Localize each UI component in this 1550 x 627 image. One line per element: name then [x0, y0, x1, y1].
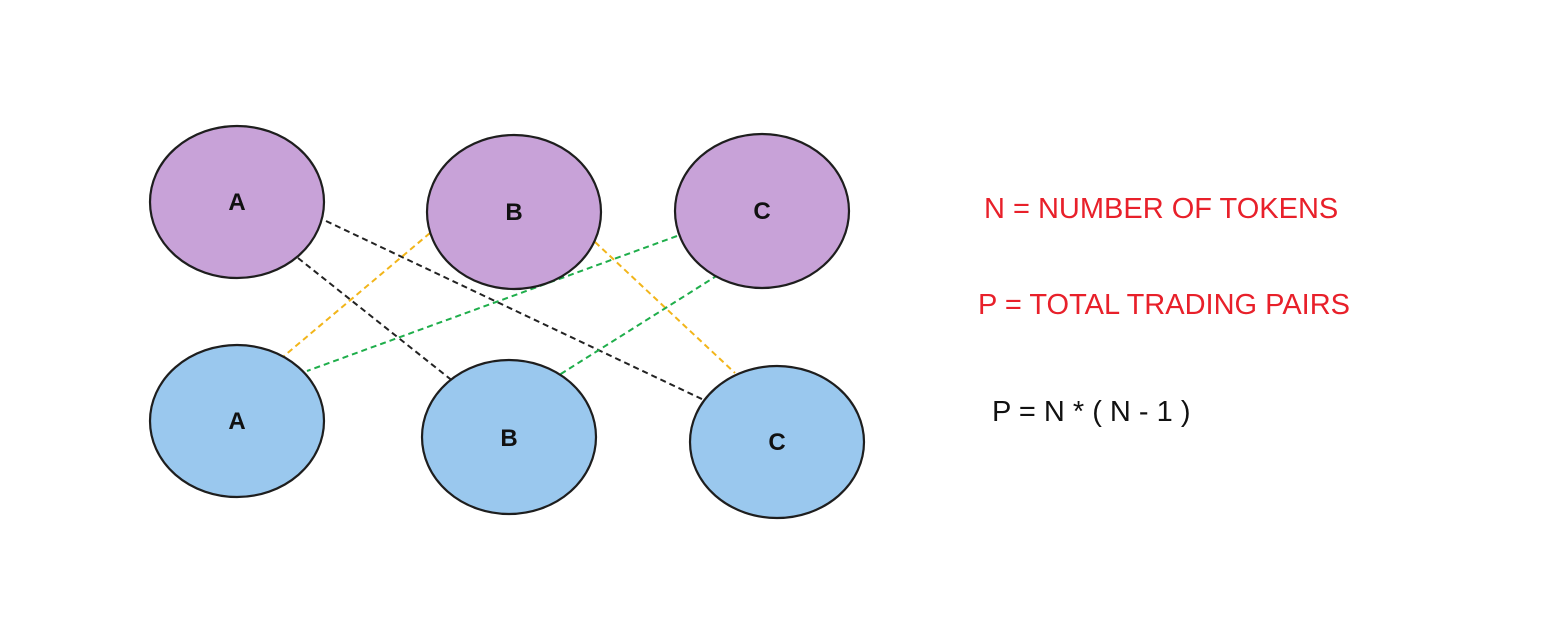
bottom-node-b: B	[420, 358, 598, 516]
edge-a-to-b	[297, 257, 455, 383]
top-node-a: A	[148, 124, 326, 280]
edge-a-to-c	[325, 220, 707, 402]
edge-c-to-a	[306, 235, 678, 372]
bottom-node-b-label: B	[500, 425, 517, 452]
top-node-c: C	[673, 132, 851, 290]
definition-n: N = NUMBER OF TOKENS	[984, 193, 1339, 225]
edges	[283, 220, 736, 402]
bottom-node-c: C	[688, 364, 866, 520]
definition-p: P = TOTAL TRADING PAIRS	[978, 289, 1351, 321]
bottom-node-c-label: C	[768, 429, 785, 456]
top-node-b: B	[425, 133, 603, 291]
bottom-node-a: A	[148, 343, 326, 499]
top-node-a-label: A	[228, 189, 245, 216]
top-node-c-label: C	[753, 198, 770, 225]
bottom-node-a-label: A	[228, 408, 245, 435]
edge-b-to-a	[283, 232, 431, 357]
pairs-formula: P = N * ( N - 1 )	[992, 396, 1191, 428]
top-node-b-label: B	[505, 199, 522, 226]
edge-c-to-b	[555, 274, 719, 378]
